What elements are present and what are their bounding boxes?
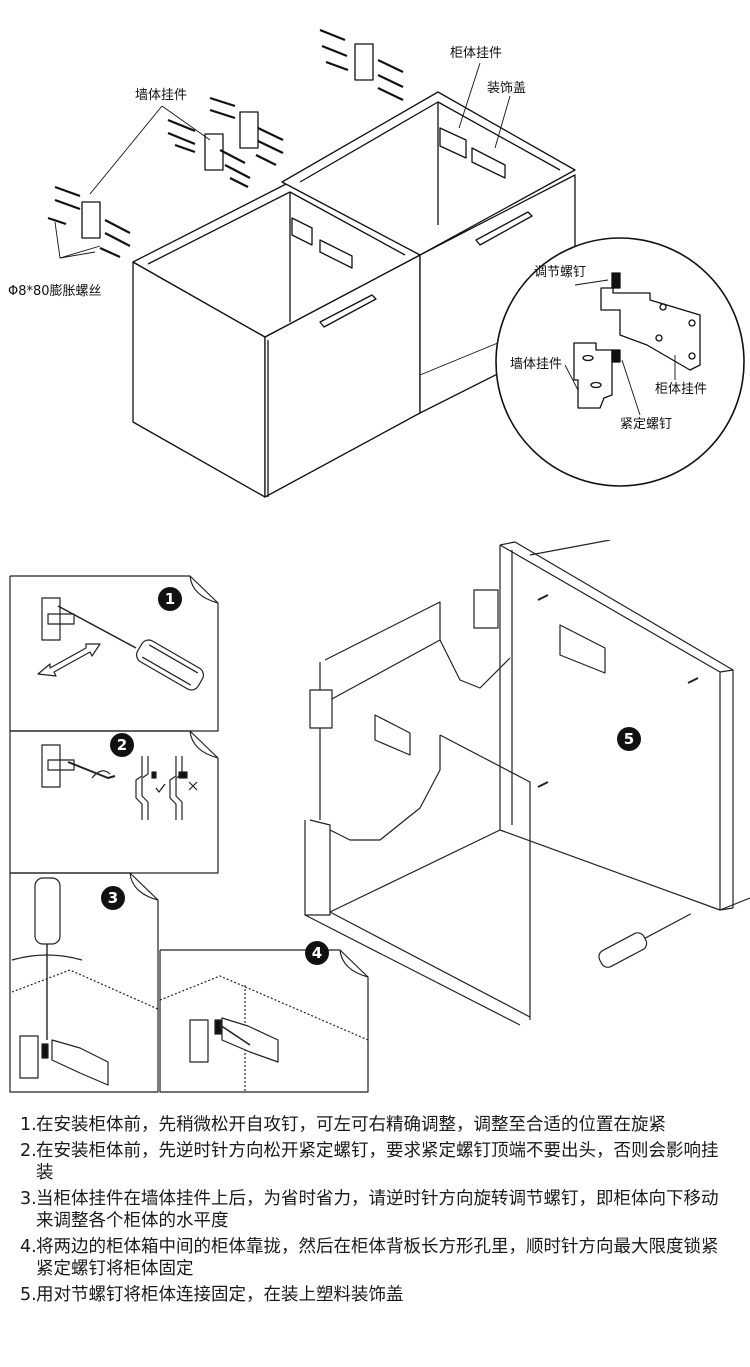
step-badge-1: 1	[158, 587, 182, 611]
panel-step-5	[304, 540, 750, 1026]
callout-adjusting-screw: 调节螺钉	[534, 265, 587, 280]
panel-step-4	[159, 949, 369, 1093]
panel-step-1	[9, 575, 219, 732]
callout-cabinet-bracket: 柜体挂件	[655, 382, 708, 397]
label-decorative-cover: 装饰盖	[487, 81, 527, 96]
wall-brackets	[47, 28, 404, 259]
instruction-list: 1. 在安装柜体前，先稍微松开自攻钉，可左可右精确调整，调整至合适的位置在旋紧 …	[20, 1114, 732, 1310]
instruction-item: 4. 将两边的柜体箱中间的柜体靠拢，然后在柜体背板长方形孔里，顺时针方向最大限度…	[20, 1236, 732, 1280]
instruction-text: 当柜体挂件在墙体挂件上后，为省时省力，请逆时针方向旋转调节螺钉，即柜体向下移动来…	[36, 1189, 719, 1231]
step-badge-3: 3	[101, 886, 125, 910]
panel-step-3	[9, 872, 161, 1093]
step-badge-4: 4	[305, 941, 329, 965]
left-cabinet	[132, 181, 421, 498]
instruction-number: 5.	[20, 1285, 37, 1305]
instruction-number: 1.	[20, 1115, 37, 1135]
step-panels-diagram	[9, 540, 750, 1093]
instruction-item: 5. 用对节螺钉将柜体连接固定，在装上塑料装饰盖	[20, 1284, 732, 1306]
screwdriver-vertical-icon	[34, 877, 61, 1040]
screwdriver-icon	[598, 913, 692, 968]
label-expansion-screw: Φ8*80膨胀螺丝	[8, 284, 102, 299]
instruction-item: 3. 当柜体挂件在墙体挂件上后，为省时省力，请逆时针方向旋转调节螺钉，即柜体向下…	[20, 1188, 732, 1232]
instruction-item: 1. 在安装柜体前，先稍微松开自攻钉，可左可右精确调整，调整至合适的位置在旋紧	[20, 1114, 732, 1136]
screwdriver-icon	[136, 639, 204, 691]
panel-step-2	[9, 730, 219, 874]
cabinet-assembly-diagram	[47, 28, 745, 498]
step-badge-2: 2	[110, 733, 134, 757]
instruction-text: 在安装柜体前，先逆时针方向松开紧定螺钉，要求紧定螺钉顶端不要出头，否则会影响挂装	[36, 1141, 719, 1183]
callout-wall-bracket: 墙体挂件	[510, 357, 563, 372]
instruction-text: 用对节螺钉将柜体连接固定，在装上塑料装饰盖	[36, 1285, 404, 1305]
instruction-item: 2. 在安装柜体前，先逆时针方向松开紧定螺钉，要求紧定螺钉顶端不要出头，否则会影…	[20, 1140, 732, 1184]
double-arrow-icon	[37, 643, 101, 677]
detail-callout-circle	[495, 237, 745, 487]
label-wall-bracket: 墙体挂件	[135, 88, 188, 103]
instruction-number: 3.	[20, 1189, 37, 1209]
instruction-text: 在安装柜体前，先稍微松开自攻钉，可左可右精确调整，调整至合适的位置在旋紧	[36, 1115, 666, 1135]
step-badge-5: 5	[617, 727, 641, 751]
label-cabinet-bracket: 柜体挂件	[450, 46, 503, 61]
instruction-number: 4.	[20, 1237, 37, 1257]
instruction-text: 将两边的柜体箱中间的柜体靠拢，然后在柜体背板长方形孔里，顺时针方向最大限度锁紧紧…	[36, 1237, 719, 1279]
callout-locking-screw: 紧定螺钉	[620, 417, 673, 432]
instruction-number: 2.	[20, 1141, 37, 1161]
